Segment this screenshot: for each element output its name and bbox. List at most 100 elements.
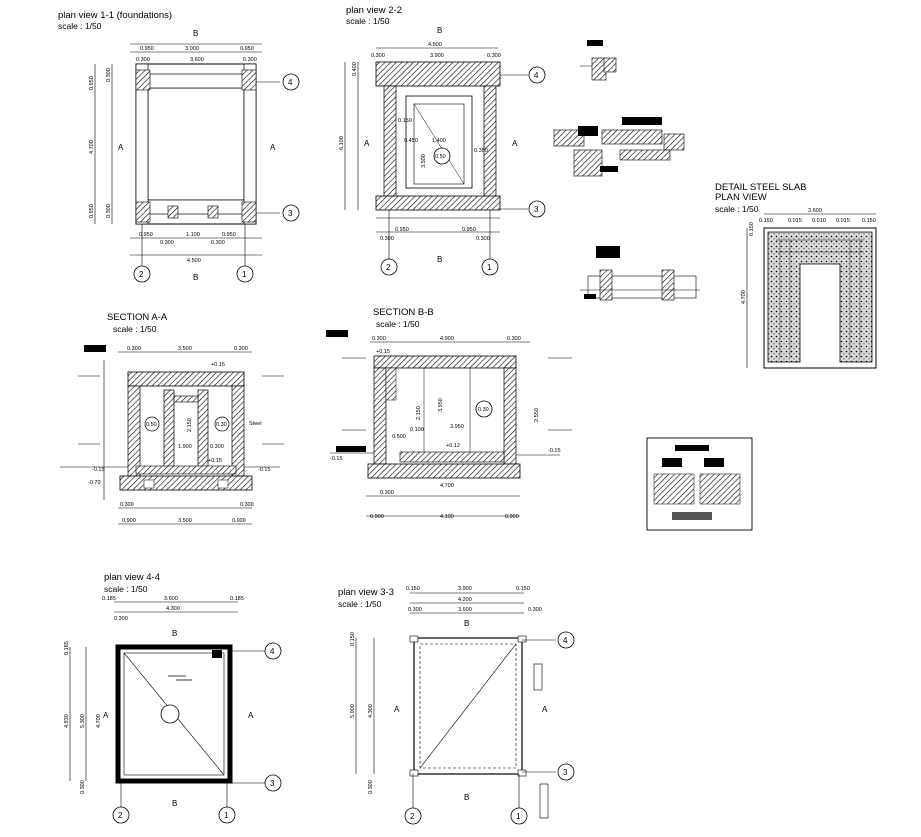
plan-3-3: 0.150 3.900 0.150 4.200 3.600 0.300 0.30…	[350, 586, 575, 825]
section-aa-scale: scale : 1/50	[113, 324, 157, 334]
plan-4-4-scale: scale : 1/50	[104, 584, 148, 594]
plan-2-2: 4.500 3.900 0.300 0.300 0.50 1.400 0.450…	[339, 26, 546, 276]
steel-slab-detail: 3.600 0.015 0.010 0.015 0.150 0.150 4.70…	[741, 208, 877, 369]
dim-1-1-bot-f: 4.500	[187, 258, 201, 264]
dim-aa-bot-e: 0.300	[240, 502, 254, 508]
dim-aa-bot-b: 3.500	[178, 518, 192, 524]
dim-bb-inner-a: 2.550	[534, 408, 540, 422]
level-bb-d: +0.12	[446, 443, 460, 449]
dim-1-1-top-e: 3.600	[190, 57, 204, 63]
dim-3-3-top-b: 3.900	[458, 586, 472, 592]
dim-bb-bot-d: 4.100	[440, 514, 454, 520]
dim-1-1-left-c: 0.950	[89, 204, 95, 218]
dim-4-4-top-c: 0.300	[114, 616, 128, 622]
dim-1-1-top-b: 3.000	[185, 46, 199, 52]
section-marker-a-right-4: A	[248, 711, 254, 720]
dim-2-2-bot-c: 0.950	[462, 227, 476, 233]
axis-1-bubble-2: 1	[487, 263, 492, 272]
section-marker-b-bottom: B	[193, 273, 198, 282]
slab-subtitle: PLAN VIEW	[715, 192, 767, 203]
dim-1-1-top-c: 0.950	[240, 46, 254, 52]
dim-aa-inner-c: 0.30	[216, 422, 227, 428]
dim-aa-top-a: 0.300	[127, 346, 141, 352]
axis-4-bubble-3: 4	[563, 636, 568, 645]
dim-1-1-left-e: 0.300	[106, 204, 112, 218]
section-marker-b-top-2: B	[437, 26, 442, 35]
dim-slab-top-e: 0.150	[759, 218, 773, 224]
dim-1-1-bot-a: 0.950	[139, 232, 153, 238]
dim-slab-left-a: 4.700	[741, 290, 747, 304]
dim-bb-inner-b: 2.150	[416, 406, 422, 420]
plan-2-2-scale: scale : 1/50	[346, 16, 390, 26]
dim-slab-top-d: 0.015	[836, 218, 850, 224]
axis-4-bubble: 4	[288, 78, 293, 87]
dim-bb-bot-a: 0.300	[380, 490, 394, 496]
dim-2-2-bot-a: 0.950	[395, 227, 409, 233]
dim-3-3-top-g: 0.300	[528, 607, 542, 613]
section-marker-a-right: A	[270, 143, 276, 152]
plan-4-4-title: plan view 4-4	[104, 572, 160, 583]
dim-1-1-top-f: 0.300	[243, 57, 257, 63]
dim-bb-inner-d: 0.500	[392, 434, 406, 440]
axis-2-bubble: 2	[139, 270, 144, 279]
dim-1-1-top-a: 0.950	[140, 46, 154, 52]
section-aa-title: SECTION A-A	[107, 312, 168, 323]
dim-aa-bot-d: 0.900	[232, 518, 246, 524]
section-bb-scale: scale : 1/50	[376, 319, 420, 329]
axis-4-bubble-2: 4	[534, 71, 539, 80]
dim-3-3-left-b: 4.300	[368, 704, 374, 718]
dim-4-4-top-e: 0.185	[230, 596, 244, 602]
dim-3-3-left-d: 0.300	[368, 780, 374, 794]
dim-aa-top-b: 3.500	[178, 346, 192, 352]
axis-2-bubble-2: 2	[386, 263, 391, 272]
dim-3-3-left-a: 5.000	[350, 704, 356, 718]
dim-3-3-top-f: 0.300	[408, 607, 422, 613]
dim-4-4-top-a: 3.600	[164, 596, 178, 602]
dim-2-2-inner-d: 3.500	[421, 154, 427, 168]
dim-aa-inner-e: 0.300	[210, 444, 224, 450]
dim-3-3-top-a: 0.150	[406, 586, 420, 592]
axis-2-bubble-3: 2	[410, 812, 415, 821]
dim-aa-bot-c: 0.900	[122, 518, 136, 524]
dim-bb-inner-e: 0.100	[410, 427, 424, 433]
dim-3-3-left-c: 0.150	[350, 632, 356, 646]
dim-bb-top-a: 0.300	[372, 336, 386, 342]
dim-2-2-top-b: 3.900	[430, 53, 444, 59]
level-aa-a: -0.15	[92, 467, 105, 473]
dim-2-2-left-a: 6.100	[339, 136, 345, 150]
dim-2-2-top-a: 4.500	[428, 42, 442, 48]
dim-1-1-bot-c: 1.100	[186, 232, 200, 238]
dim-1-1-bot-b: 0.300	[160, 240, 174, 246]
dim-4-4-left-d: 0.185	[64, 641, 70, 655]
dim-2-2-inner-a: 1.400	[432, 138, 446, 144]
level-aa-c: -0.15	[258, 467, 271, 473]
dim-4-4-left-a: 4.930	[64, 714, 70, 728]
level-aa-b: -0.70	[88, 480, 101, 486]
dim-aa-inner-a: 2.150	[187, 418, 193, 432]
axis-3-bubble-3: 3	[563, 768, 568, 777]
dim-bb-top-c: 0.300	[507, 336, 521, 342]
section-marker-a-right-2: A	[512, 139, 518, 148]
section-bb: 0.300 4.900 0.300 +0.15 0.30 2.550 2.150…	[326, 330, 572, 520]
dim-2-2-bot-d: 0.300	[476, 236, 490, 242]
dim-2-2-inner-e: 0.350	[474, 148, 488, 154]
dim-aa-top-c: 0.300	[234, 346, 248, 352]
section-marker-b-bottom-3: B	[464, 793, 469, 802]
dim-4-4-top-d: 0.185	[102, 596, 116, 602]
dim-bb-bot-e: 0.900	[505, 514, 519, 520]
plan-1-1-scale: scale : 1/50	[58, 21, 102, 31]
dim-2-2-inner-b: 0.450	[404, 138, 418, 144]
dim-aa-top-d: +0.15	[211, 362, 225, 368]
level-bb-c: -0.15	[548, 448, 561, 454]
slab-scale: scale : 1/50	[715, 204, 759, 214]
axis-3-bubble-2: 3	[534, 205, 539, 214]
dim-1-1-left-a: 0.950	[89, 76, 95, 90]
dim-slab-top-f: 0.150	[862, 218, 876, 224]
dim-4-4-left-b: 5.300	[80, 714, 86, 728]
axis-1-bubble: 1	[242, 270, 247, 279]
plan-1-1: 0.950 3.000 0.950 0.300 3.600 0.300 0.	[89, 29, 300, 283]
note-steel: Steel	[249, 421, 262, 427]
axis-1-bubble-4: 1	[224, 811, 229, 820]
dim-4-4-left-c: 4.700	[96, 714, 102, 728]
